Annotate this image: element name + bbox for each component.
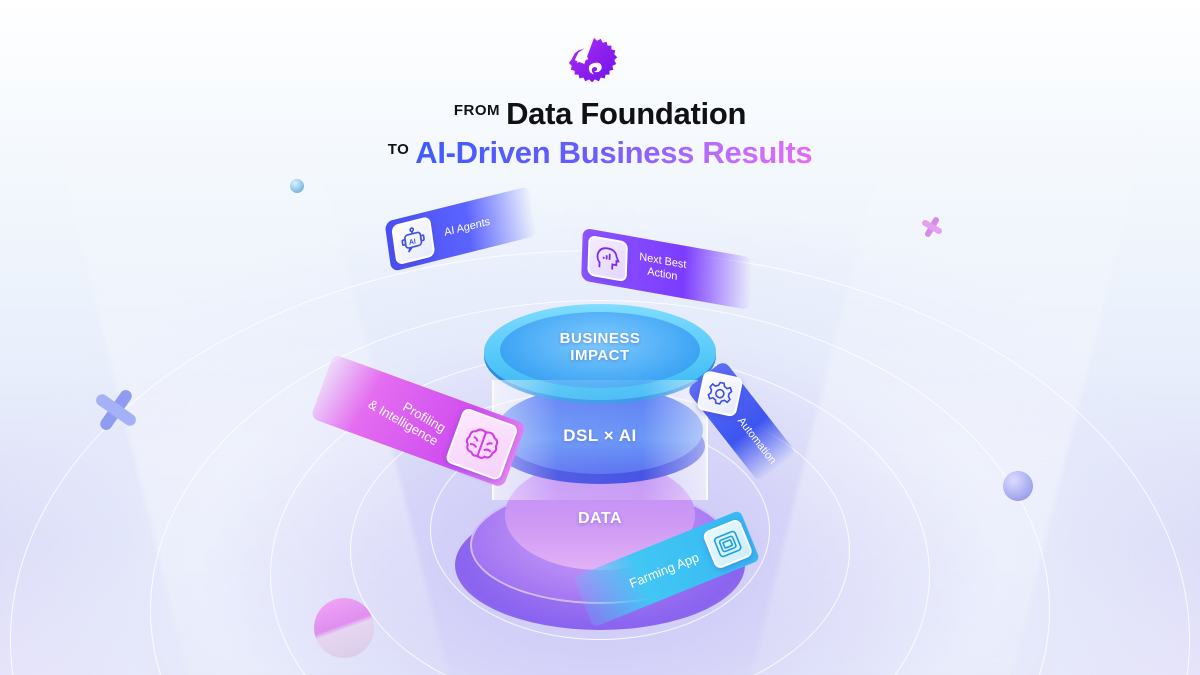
band-label: AI Agents [443,215,491,239]
business-impact-layer [500,312,700,388]
business-impact-line-1: BUSINESS [559,330,641,347]
ai-robot-icon: AI [391,215,436,266]
headline-ai-driven-results: AI-Driven Business Results [415,135,813,170]
band-profiling-intelligence: Profiling & Intelligence [310,354,527,489]
band-label: Next Best Action [639,251,686,285]
data-layer-label: DATA [577,510,623,527]
band-label: Farming App [626,549,701,591]
band-label: Profiling & Intelligence [365,384,449,449]
glass-tube [492,380,708,500]
decor-sphere-small-blue [290,179,304,193]
decor-sphere-pink [314,598,374,658]
headline-prefix-from: FROM [453,102,501,119]
business-impact-label: BUSINESS IMPACT [450,330,750,364]
headline-line-2: TO AI-Driven Business Results [0,135,1200,171]
band-next-best-action: Next Best Action [581,227,753,311]
headline-prefix-to: TO [387,141,410,158]
app-screen-icon [701,517,754,571]
business-impact-line-2: IMPACT [570,347,630,364]
svg-text:AI: AI [409,238,417,247]
brain-icon [444,406,519,482]
band-ai-agents: AI AI Agents [384,185,538,272]
gear-icon [696,369,744,418]
band-automation: Automation [686,360,797,483]
decor-sphere-lavender [1003,471,1033,501]
band-farming-app: Farming App [572,509,761,628]
decor-cross-pink-icon [920,215,944,239]
decor-cross-blue-icon [88,385,144,435]
headline-line-1: FROM Data Foundation [0,96,1200,132]
headline-data-foundation: Data Foundation [506,96,747,131]
band-label: Automation [734,415,779,467]
brand-logo-icon [565,34,623,92]
head-chart-icon [587,234,629,283]
